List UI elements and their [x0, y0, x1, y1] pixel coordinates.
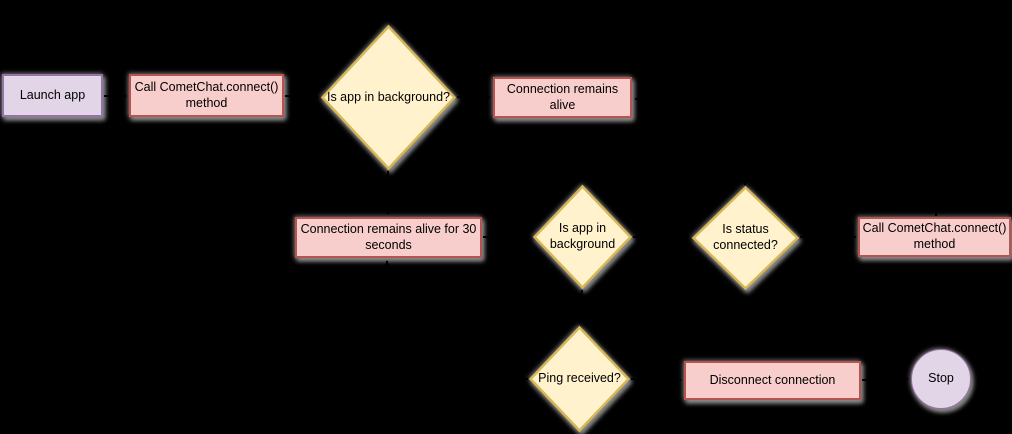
- call-connect-method-2-node: Call CometChat.connect() method: [858, 217, 1011, 257]
- is-status-connected-decision: Is status connected?: [691, 185, 800, 291]
- edge-bg-check2-to-ping-check: [575, 289, 584, 324]
- is-status-connected-label: Is status connected?: [713, 222, 778, 252]
- decision-diamond-icon: [528, 325, 631, 433]
- call-connect-method-2-label: Call CometChat.connect() method: [862, 221, 1007, 251]
- connection-remains-alive-node: Connection remains alive: [493, 77, 632, 118]
- launch-app-label: Launch app: [19, 87, 86, 102]
- disconnect-connection-label: Disconnect connection: [709, 372, 836, 387]
- connection-remains-alive-label: Connection remains alive: [506, 81, 619, 112]
- launch-app-node: Launch app: [2, 74, 103, 117]
- connection-alive-30-seconds-node: Connection remains alive for 30 seconds: [295, 217, 482, 258]
- is-app-in-background-2-label: Is app in background: [549, 221, 616, 251]
- ping-received-decision: Ping received?: [528, 325, 631, 433]
- is-app-in-background-decision: Is app in background?: [320, 24, 457, 171]
- edge-call1-to-bg-check: [284, 92, 319, 101]
- edge-ping-to-disconnect: [630, 375, 682, 384]
- is-app-in-background-label: Is app in background?: [326, 89, 450, 104]
- edge-status-check-to-alive: [634, 95, 746, 185]
- ping-received-label: Ping received?: [538, 371, 621, 386]
- disconnect-connection-node: Disconnect connection: [684, 361, 861, 400]
- edge-disconnect-to-stop: [861, 375, 909, 384]
- stop-node: Stop: [911, 349, 971, 409]
- call-connect-method-node: Call CometChat.connect() method: [129, 74, 284, 117]
- call-connect-method-label: Call CometChat.connect() method: [134, 79, 279, 110]
- decision-diamond-icon: [532, 184, 633, 290]
- edge-ping-loop-to-alive30: [383, 260, 528, 380]
- connection-alive-30-seconds-label: Connection remains alive for 30 seconds: [300, 221, 477, 252]
- is-app-in-background-2-decision: Is app in background: [532, 184, 633, 290]
- decision-diamond-icon: [320, 24, 457, 171]
- stop-label: Stop: [928, 371, 954, 386]
